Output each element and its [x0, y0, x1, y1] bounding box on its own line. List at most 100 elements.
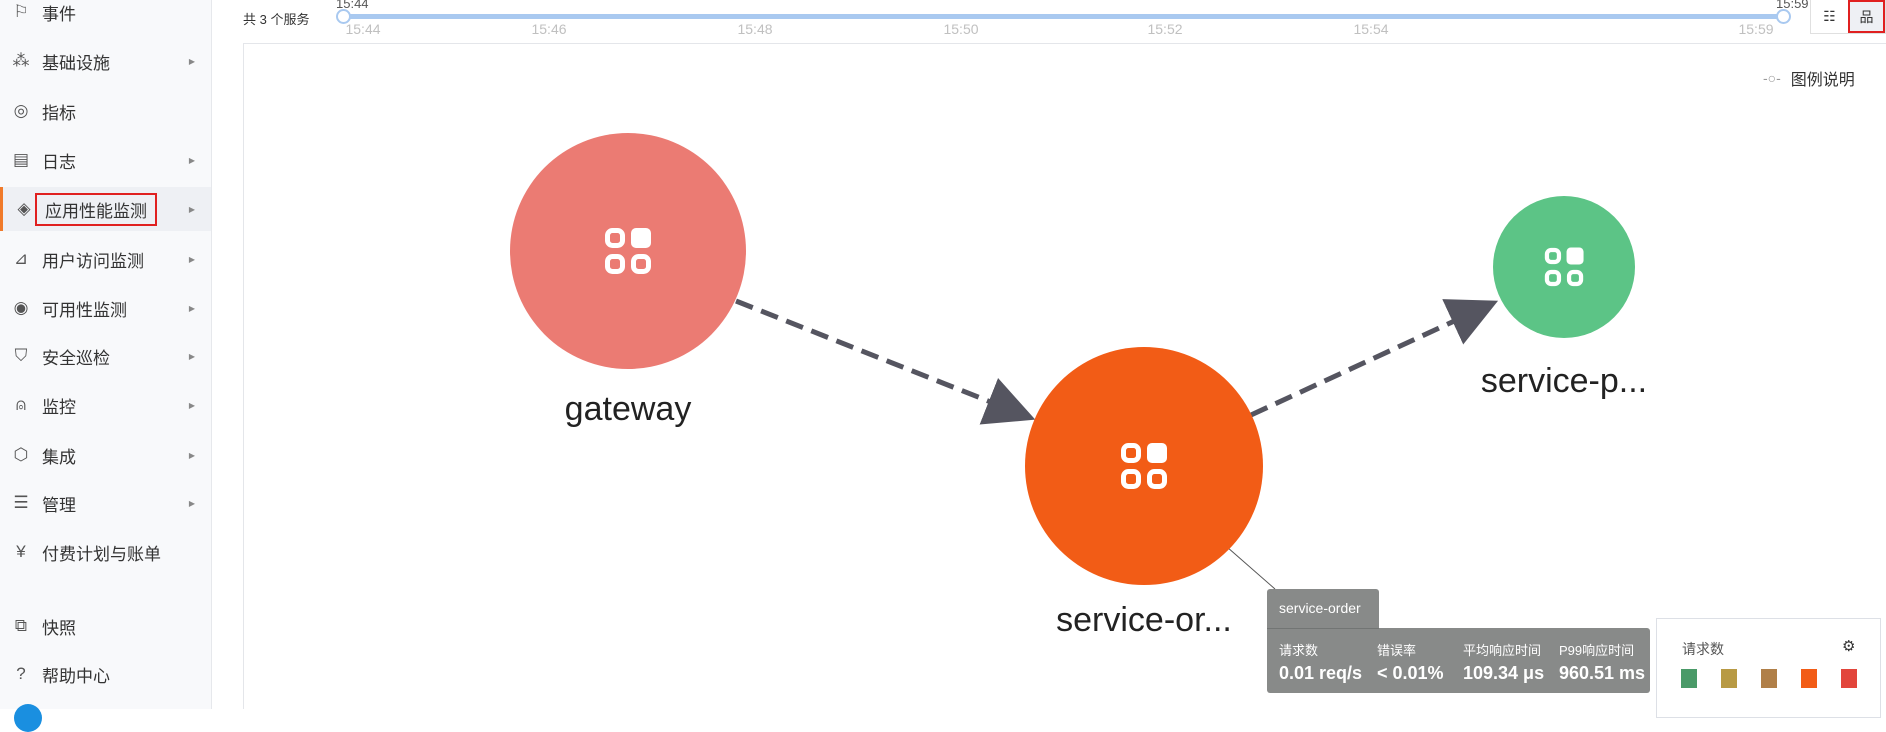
log-icon: ▤	[12, 150, 30, 169]
list-view-button[interactable]: ☷	[1811, 0, 1848, 33]
apm-icon: ◈	[17, 199, 31, 218]
sidebar-item-7[interactable]: ⛉安全巡检▶	[0, 334, 211, 378]
metric-label: 请求数	[1279, 643, 1319, 658]
help-icon: ?	[16, 664, 26, 683]
sidebar: ⚐事件⁂基础设施▶◎指标▤日志▶◈应用性能监测▶⊿用户访问监测▶◉可用性监测▶⛉…	[0, 0, 212, 709]
sidebar-item-label: 基础设施	[42, 53, 110, 73]
chevron-right-icon: ▶	[188, 498, 195, 508]
sidebar-item-11[interactable]: ¥付费计划与账单	[0, 530, 211, 574]
sidebar-item-12[interactable]: ⧉ 快照	[0, 604, 211, 648]
time-tick-label: 15:44	[345, 21, 381, 37]
chevron-right-icon: ▶	[188, 254, 195, 264]
service-icon	[1544, 247, 1584, 287]
metric-label: 平均响应时间	[1463, 643, 1542, 658]
billing-icon: ¥	[16, 542, 26, 561]
infrastructure-icon: ⁂	[12, 51, 30, 70]
chevron-right-icon: ▶	[188, 204, 195, 214]
sidebar-item-5[interactable]: ⊿ 用户访问监测 ▶	[0, 237, 211, 281]
tooltip-metric: 平均响应时间 109.34 μs	[1463, 640, 1544, 684]
topology-view-button[interactable]: 品	[1848, 0, 1885, 33]
time-tick-label: 15:59	[1738, 21, 1774, 37]
tooltip-title: service-order	[1267, 589, 1379, 629]
tooltip-metric: 错误率 < 0.01%	[1377, 640, 1444, 684]
metric-value: < 0.01%	[1377, 663, 1444, 683]
slider-end-label: 15:59	[1776, 0, 1809, 11]
time-tick-label: 15:46	[531, 21, 567, 37]
node-service-order[interactable]	[1025, 347, 1263, 585]
chevron-right-icon: ▶	[188, 303, 195, 313]
metric-value: 109.34 μs	[1463, 663, 1545, 683]
metric-label: P99响应时间	[1559, 643, 1635, 658]
shield-icon: ⛉	[14, 346, 28, 365]
sidebar-item-label: 快照	[42, 618, 76, 638]
sidebar-item-10[interactable]: ☰ 管理 ▶	[0, 481, 211, 525]
sidebar-item-4[interactable]: ◈应用性能监测 ▶	[0, 187, 211, 231]
edge-gateway-to-service-order[interactable]	[735, 298, 1036, 425]
gear-icon[interactable]: ⚙	[1842, 638, 1856, 655]
time-tick-label: 15:54	[1353, 21, 1389, 37]
legend-color-swatch	[1721, 669, 1737, 688]
legend-color-swatch	[1681, 669, 1697, 688]
time-tick-label: 15:50	[943, 21, 979, 37]
sidebar-item-label: 用户访问监测	[42, 251, 144, 271]
sidebar-item-label: 监控	[42, 397, 76, 417]
chevron-right-icon: ▶	[188, 400, 195, 410]
metric-label: 错误率	[1377, 643, 1417, 658]
sidebar-item-label: 日志	[42, 152, 76, 172]
sidebar-item-label: 指标	[42, 103, 76, 123]
availability-icon: ◉	[13, 298, 29, 317]
sidebar-item-13[interactable]: ? 帮助中心	[0, 652, 211, 696]
node-label-gateway[interactable]: gateway	[564, 390, 692, 428]
snapshot-icon: ⧉	[14, 616, 28, 635]
node-service-p[interactable]	[1493, 196, 1635, 338]
sidebar-item-label: 集成	[42, 447, 76, 467]
chevron-right-icon: ▶	[188, 450, 195, 460]
slider-start-label: 15:44	[336, 0, 369, 11]
sidebar-item-2[interactable]: ◎ 指标	[0, 89, 211, 133]
time-range-slider[interactable]	[343, 14, 1783, 19]
sidebar-item-9[interactable]: ⬡ 集成 ▶	[0, 433, 211, 477]
service-icon	[1121, 443, 1167, 489]
sidebar-item-0[interactable]: ⚐ 事件	[0, 0, 211, 34]
list-icon: ☷	[1823, 8, 1836, 24]
service-count: 共 3 个服务	[243, 12, 310, 27]
topology-panel	[243, 43, 1886, 709]
color-legend-panel: 请求数 ⚙	[1656, 618, 1881, 718]
flag-icon: ⚐	[13, 2, 29, 21]
time-tick-label: 15:48	[737, 21, 773, 37]
sidebar-item-label: 可用性监测	[42, 300, 127, 320]
node-label-service-p[interactable]: service-p...	[1480, 362, 1648, 400]
legend-color-swatch	[1761, 669, 1777, 688]
tooltip-metric: P99响应时间 960.51 ms	[1559, 640, 1645, 684]
sidebar-item-6[interactable]: ◉ 可用性监测 ▶	[0, 286, 211, 330]
metrics-icon: ◎	[13, 101, 29, 120]
sidebar-item-label: 应用性能监测	[35, 192, 157, 226]
time-tick-label: 15:52	[1147, 21, 1183, 37]
sidebar-item-label: 帮助中心	[42, 666, 110, 686]
chevron-right-icon: ▶	[188, 56, 195, 66]
legend-button[interactable]: -○-图例说明	[1763, 66, 1855, 90]
sidebar-item-label: 事件	[42, 4, 76, 24]
sidebar-item-label: 管理	[42, 495, 76, 515]
integration-icon: ⬡	[13, 445, 29, 464]
metric-value: 960.51 ms	[1559, 663, 1646, 683]
node-label-service-order[interactable]: service-or...	[1056, 601, 1232, 639]
topology-graph	[510, 133, 1635, 590]
sidebar-item-3[interactable]: ▤ 日志 ▶	[0, 138, 211, 182]
slider-end-handle[interactable]: 15:59	[1776, 0, 1809, 24]
tooltip-leader-line	[1226, 546, 1276, 590]
node-gateway[interactable]	[510, 133, 746, 369]
chevron-right-icon: ▶	[188, 351, 195, 361]
legend-color-swatch	[1841, 669, 1857, 688]
monitor-icon: ⍝	[15, 395, 27, 414]
edge-service-order-to-service-p[interactable]	[1249, 299, 1499, 418]
chevron-right-icon: ▶	[188, 155, 195, 165]
sidebar-item-8[interactable]: ⍝ 监控 ▶	[0, 383, 211, 427]
sidebar-item-1[interactable]: ⁂ 基础设施 ▶	[0, 39, 211, 83]
slider-start-handle[interactable]: 15:44	[336, 0, 369, 24]
settings-sliders-icon: ☰	[13, 493, 29, 512]
rum-icon: ⊿	[13, 249, 29, 268]
color-legend-title: 请求数	[1682, 641, 1724, 657]
